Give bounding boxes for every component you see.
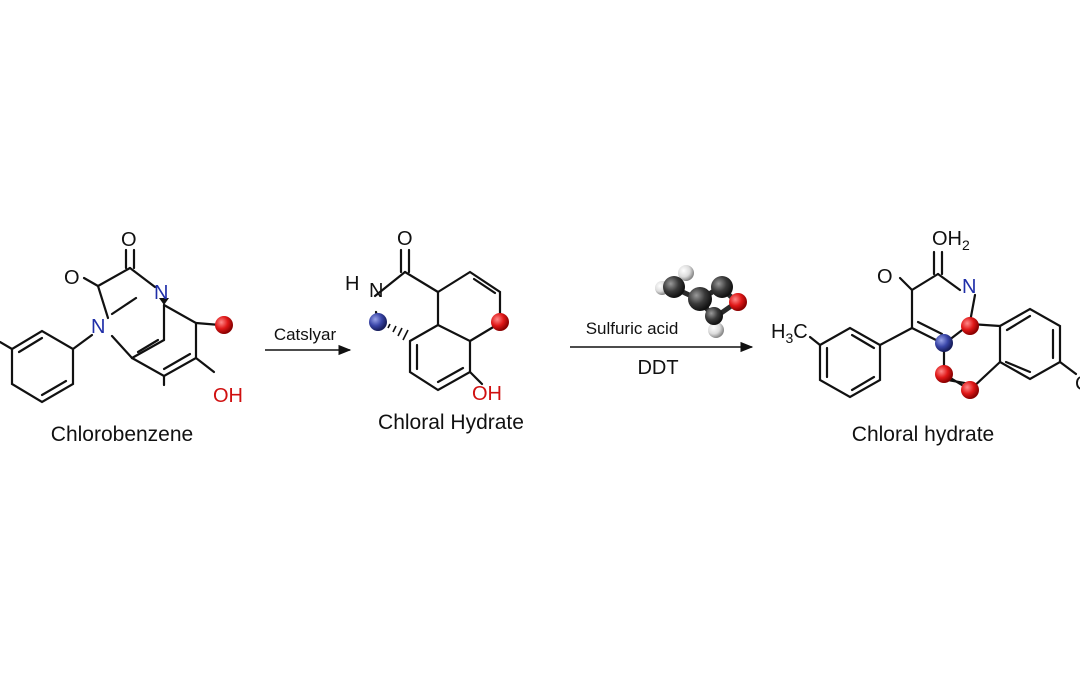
model-carbon-atom	[663, 276, 685, 298]
m2-oxygen-sphere	[491, 313, 509, 331]
m2-atom-o-top: O	[397, 228, 413, 250]
m1-pyrazine-ring	[96, 266, 166, 360]
m1-atom-o-top: O	[121, 229, 137, 251]
m3-central-ring	[898, 250, 977, 346]
m2-name-label: Chloral Hydrate	[378, 411, 524, 434]
m1-atom-oh: OH	[213, 385, 243, 407]
molecule-1: O O N N OH Chlorobenzene	[0, 229, 243, 446]
reaction-arrow-2: Sulfuric acid DDT	[570, 265, 754, 379]
m1-wedge-bond	[159, 298, 169, 305]
m3-oxygen-sphere	[961, 381, 979, 399]
m2-hashed-wedge	[387, 323, 409, 341]
m2-atom-oh: OH	[472, 383, 502, 405]
m3-atom-h3c: H3C	[771, 321, 808, 346]
m1-atom-n-top: N	[154, 282, 168, 304]
m2-atom-n: N	[369, 280, 383, 302]
m1-oxygen-sphere	[215, 316, 233, 334]
model-carbon-atom	[688, 287, 712, 311]
molecule-2: O H N OH Chloral Hydrate	[345, 228, 524, 434]
arrow-2-condition-label: DDT	[637, 357, 678, 379]
arrow-1-reagent-label: Catslyar	[274, 325, 337, 344]
m3-oxygen-sphere	[935, 365, 953, 383]
m3-atom-o-left: O	[877, 266, 893, 288]
ball-and-stick-model	[655, 265, 747, 338]
m3-tolyl-ring	[808, 326, 914, 399]
model-hydrogen-atom	[708, 322, 724, 338]
model-carbon-atom	[711, 276, 733, 298]
m2-nitrogen-sphere	[369, 313, 387, 331]
m1-atom-n-left: N	[91, 316, 105, 338]
m1-name-label: Chlorobenzene	[51, 423, 193, 446]
m3-oxygen-sphere	[961, 317, 979, 335]
m3-atom-n: N	[962, 276, 976, 298]
m3-benzo-ring	[942, 307, 1078, 392]
m1-phenyl-ring	[0, 329, 75, 404]
m1-benzo-ring	[130, 303, 222, 387]
model-oxygen-atom	[729, 293, 747, 311]
reaction-arrow-1: Catslyar	[265, 325, 352, 356]
m2-benzo-ring	[408, 290, 502, 392]
m2-atom-h: H	[345, 273, 359, 295]
m3-atom-cut-off: C	[1075, 373, 1080, 395]
arrow-2-reagent-label: Sulfuric acid	[586, 319, 679, 338]
m3-nitrogen-sphere	[935, 334, 953, 352]
molecule-3: OH2 O N H3C C Chloral hydrate	[771, 228, 1080, 446]
model-hydrogen-atom	[678, 265, 694, 281]
model-carbon-atom	[705, 307, 723, 325]
m3-name-label: Chloral hydrate	[852, 423, 994, 446]
m1-atom-o-left: O	[64, 267, 80, 289]
m3-atom-oh2: OH2	[932, 228, 970, 253]
